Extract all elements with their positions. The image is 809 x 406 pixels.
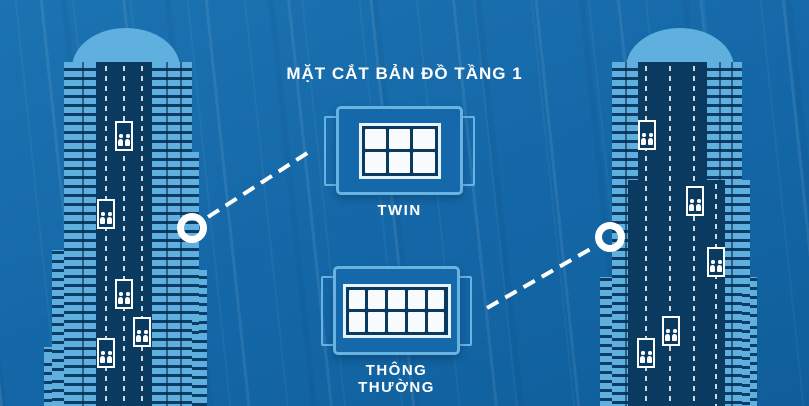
plan-side-tab xyxy=(461,116,475,186)
elevator-cell xyxy=(364,128,386,149)
passenger-icon xyxy=(118,134,123,146)
passenger-icon xyxy=(696,199,701,211)
elevator-shaft-line xyxy=(693,66,695,406)
passenger-icon xyxy=(672,329,677,341)
elevator-cell xyxy=(388,312,405,332)
elevator-shaft-line xyxy=(105,66,107,406)
elevator-cell xyxy=(427,289,445,309)
passenger-icon xyxy=(100,351,105,363)
elevator-shaft-line xyxy=(715,184,717,406)
passenger-icon xyxy=(107,212,112,224)
elevator-shaft-line xyxy=(123,66,125,406)
diagram-title: MẶT CẮT BẢN ĐỒ TẦNG 1 xyxy=(286,64,523,83)
elevator-grid-thong-thuong xyxy=(342,283,451,338)
elevator-cell xyxy=(407,289,425,309)
plan-box-thong-thuong xyxy=(333,266,460,355)
right-tower-facade-step xyxy=(742,180,750,406)
passenger-icon xyxy=(641,133,646,145)
elevator-shaft-line xyxy=(645,66,647,406)
elevator-car xyxy=(115,279,133,309)
elevator-shaft-line xyxy=(141,66,143,406)
elevator-cell xyxy=(413,128,435,149)
elevator-car xyxy=(115,121,133,151)
elevator-cell xyxy=(368,289,386,309)
passenger-icon xyxy=(689,199,694,211)
left-tower-facade-left xyxy=(64,62,96,406)
plan-label-twin: TWIN xyxy=(377,202,422,219)
passenger-icon xyxy=(665,329,670,341)
left-tower-facade-step xyxy=(192,152,199,406)
left-tower-facade-step xyxy=(44,347,52,406)
elevator-car xyxy=(97,338,115,368)
plan-side-tab xyxy=(458,276,472,346)
passenger-icon xyxy=(125,292,130,304)
passenger-icon xyxy=(118,292,123,304)
elevator-cell xyxy=(388,128,411,149)
elevator-grid-twin xyxy=(358,122,441,179)
elevator-cell xyxy=(364,152,386,173)
right-tower-facade-step xyxy=(600,277,612,406)
passenger-icon xyxy=(136,330,141,342)
passenger-icon xyxy=(100,212,105,224)
right-tower-facade-step xyxy=(750,277,757,406)
left-tower-facade-step xyxy=(52,250,64,406)
passenger-icon xyxy=(640,351,645,363)
callout-ring-marker-left xyxy=(177,213,207,243)
elevator-car xyxy=(97,199,115,229)
elevator-cell xyxy=(388,289,405,309)
elevator-car xyxy=(707,247,725,277)
elevator-cell xyxy=(407,312,425,332)
right-tower-elevator-core-lower xyxy=(628,180,725,406)
plan-label-thong-thuong: THÔNG THƯỜNG xyxy=(358,362,435,396)
elevator-shaft-line xyxy=(669,66,671,406)
elevator-car xyxy=(637,338,655,368)
elevator-cell xyxy=(348,312,366,332)
passenger-icon xyxy=(107,351,112,363)
elevator-car xyxy=(638,120,656,150)
elevator-car xyxy=(662,316,680,346)
plan-box-twin xyxy=(336,106,463,195)
passenger-icon xyxy=(125,134,130,146)
elevator-car xyxy=(133,317,151,347)
passenger-icon xyxy=(710,260,715,272)
passenger-icon xyxy=(143,330,148,342)
elevator-cell xyxy=(388,152,411,173)
passenger-icon xyxy=(647,351,652,363)
elevator-cell xyxy=(368,312,386,332)
passenger-icon xyxy=(648,133,653,145)
elevator-cell xyxy=(413,152,435,173)
elevator-cell xyxy=(427,312,445,332)
passenger-icon xyxy=(717,260,722,272)
callout-ring-marker-right xyxy=(595,222,625,252)
left-tower-facade-step xyxy=(199,270,207,406)
elevator-car xyxy=(686,186,704,216)
elevator-cell xyxy=(348,289,366,309)
